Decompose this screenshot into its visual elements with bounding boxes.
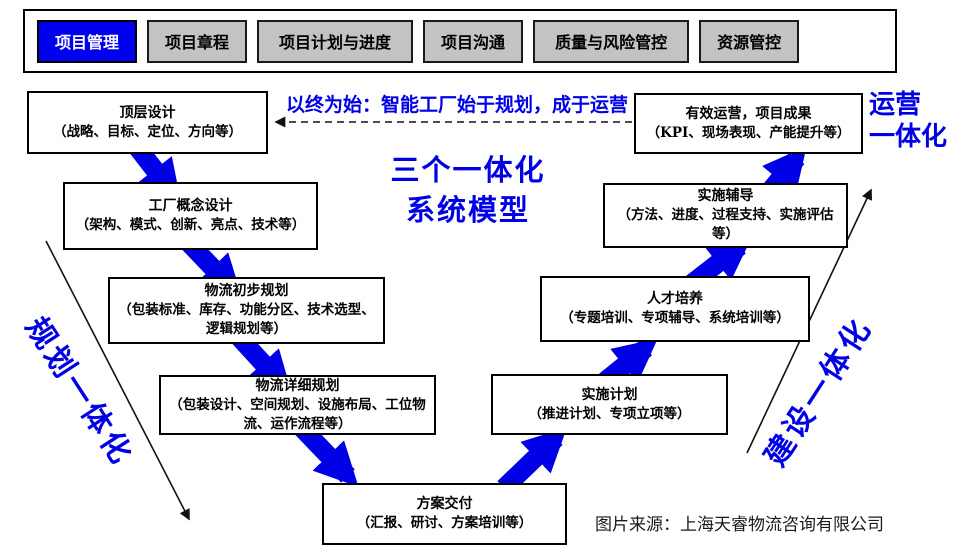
box-top-design-detail: （战略、目标、定位、方向等） <box>53 123 242 140</box>
planning-axis-arrow <box>45 240 190 521</box>
box-logistics-preliminary-title: 物流初步规划 <box>204 283 289 299</box>
box-delivery-detail: （汇报、研讨、方案培训等） <box>356 515 533 531</box>
center-title-line2: 系统模型 <box>405 195 530 227</box>
center-title: 三个一体化 系统模型 <box>340 151 596 231</box>
tab-quality-risk[interactable]: 质量与风险管控 <box>533 19 690 63</box>
box-top-design-title: 顶层设计 <box>119 104 176 121</box>
box-operation-title: 有效运营，项目成果 <box>685 105 812 122</box>
box-delivery: 方案交付 （汇报、研讨、方案培训等） <box>322 483 567 545</box>
tab-plan-schedule[interactable]: 项目计划与进度 <box>257 19 414 63</box>
box-logistics-detailed-detail: （包装设计、空间规划、设施布局、工位物流、运作流程等） <box>169 396 426 432</box>
box-logistics-preliminary-detail: （包装标准、库存、功能分区、技术选型、逻辑规划等） <box>118 302 375 337</box>
box-logistics-detailed: 物流详细规划 （包装设计、空间规划、设施布局、工位物流、运作流程等） <box>159 375 436 435</box>
center-title-line1: 三个一体化 <box>390 155 546 187</box>
box-factory-concept: 工厂概念设计 （架构、模式、创新、亮点、技术等） <box>63 182 318 250</box>
box-top-design: 顶层设计 （战略、目标、定位、方向等） <box>27 91 268 154</box>
box-factory-concept-title: 工厂概念设计 <box>148 198 233 214</box>
box-coaching-title: 实施辅导 <box>697 188 754 204</box>
label-operation-line2: 一体化 <box>869 121 948 151</box>
tab-bar: 项目管理 项目章程 项目计划与进度 项目沟通 质量与风险管控 资源管控 <box>23 9 897 73</box>
tab-project-management[interactable]: 项目管理 <box>37 19 138 63</box>
tab-project-charter[interactable]: 项目章程 <box>147 19 248 63</box>
box-talent: 人才培养 （专题培训、专项辅导、系统培训等） <box>540 276 810 342</box>
box-delivery-title: 方案交付 <box>416 496 473 512</box>
box-logistics-preliminary: 物流初步规划 （包装标准、库存、功能分区、技术选型、逻辑规划等） <box>108 277 385 344</box>
box-factory-concept-detail: （架构、模式、创新、亮点、技术等） <box>75 217 306 233</box>
box-coaching-detail: （方法、进度、过程支持、实施评估等） <box>617 207 834 242</box>
box-coaching: 实施辅导 （方法、进度、过程支持、实施评估等） <box>603 183 848 248</box>
box-implementation-plan-detail: （推进计划、专项立项等） <box>528 405 691 422</box>
box-operation: 有效运营，项目成果 （KPI、现场表现、产能提升等） <box>634 93 863 154</box>
tab-resource[interactable]: 资源管控 <box>699 19 800 63</box>
box-implementation-plan: 实施计划 （推进计划、专项立项等） <box>491 374 728 435</box>
image-source-credit: 图片来源：上海天睿物流咨询有限公司 <box>595 515 884 534</box>
label-operation-integration: 运营 一体化 <box>869 88 966 152</box>
box-logistics-detailed-title: 物流详细规划 <box>255 377 340 394</box>
arrow-delivery-to-implementation <box>497 427 568 495</box>
box-implementation-plan-title: 实施计划 <box>581 386 638 403</box>
box-talent-detail: （专题培训、专项辅导、系统培训等） <box>560 310 790 326</box>
label-operation-line1: 运营 <box>869 89 922 119</box>
box-operation-detail: （KPI、现场表现、产能提升等） <box>646 124 851 141</box>
tab-communication[interactable]: 项目沟通 <box>423 19 524 63</box>
box-talent-title: 人才培养 <box>647 291 703 307</box>
slogan-text: 以终为始：智能工厂始于规划，成于运营 <box>285 95 628 116</box>
